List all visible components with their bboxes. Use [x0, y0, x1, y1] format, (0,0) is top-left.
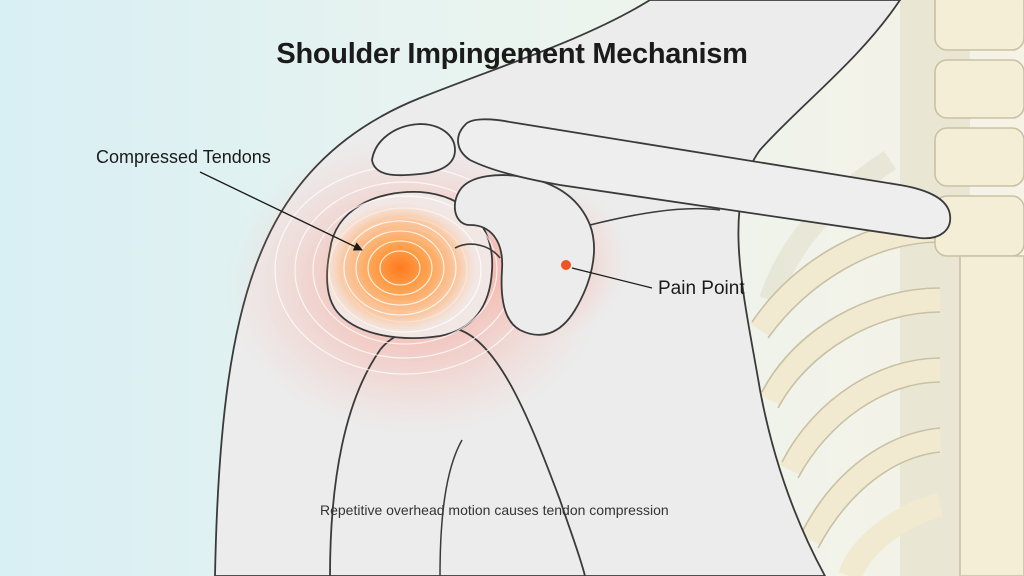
acromion-edge — [454, 243, 501, 259]
hotspot-rings — [343, 220, 457, 316]
sternum — [959, 255, 1024, 576]
coracoid-process — [371, 123, 456, 177]
pain-point-dot — [561, 260, 571, 270]
spine — [934, 0, 1024, 257]
scapula-spine — [589, 207, 721, 226]
label-compressed-tendons: Compressed Tendons — [96, 147, 271, 167]
clavicle — [457, 118, 952, 240]
diagram-title: Shoulder Impingement Mechanism — [276, 38, 748, 70]
label-pain-point: Pain Point — [658, 278, 745, 299]
pain-point-leader — [571, 267, 653, 289]
diagram-caption: Repetitive overhead motion causes tendon… — [320, 502, 669, 518]
tendons-arrow — [199, 171, 363, 251]
compressed-tendons-hotspot — [322, 202, 478, 334]
arm-contour — [439, 439, 463, 576]
